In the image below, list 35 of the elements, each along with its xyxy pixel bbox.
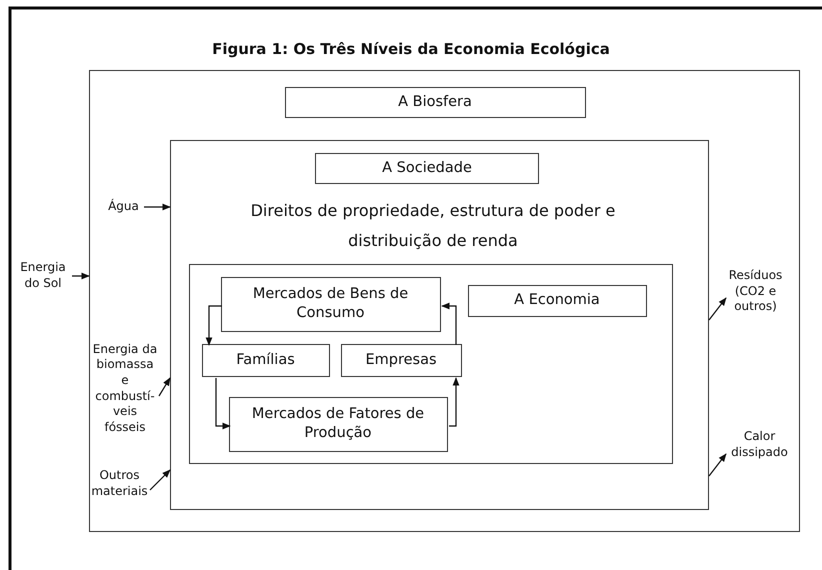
- box-label: A Sociedade: [382, 159, 472, 178]
- flow-label: Resíduos (CO2 e outros): [728, 268, 784, 315]
- heading-box: [468, 284, 646, 316]
- arrow: [708, 453, 727, 476]
- process-box: [340, 344, 462, 376]
- box-label: A Economia: [514, 291, 600, 310]
- box-label: Empresas: [365, 350, 437, 370]
- flow-label: Energia da biomassa e combustí-veis fósseis: [92, 342, 158, 436]
- box-label: Mercados de Bens de Consumo: [252, 285, 410, 323]
- arrow: [72, 272, 90, 280]
- heading-box: [315, 153, 539, 184]
- arrow: [144, 204, 171, 210]
- arrow: [708, 297, 727, 320]
- heading-box: [284, 86, 586, 118]
- society-description: Direitos de propriedade, estrutura de poder e distribuição de renda: [250, 200, 616, 252]
- flow-label: Energia do Sol: [19, 260, 67, 292]
- arrow: [441, 302, 457, 345]
- arrow: [158, 377, 171, 396]
- arrow: [215, 378, 231, 430]
- arrow: [150, 469, 171, 490]
- process-box: [220, 276, 440, 332]
- biosphere-frame: [89, 70, 800, 532]
- economy-frame: [189, 264, 673, 464]
- box-label: Famílias: [236, 350, 295, 370]
- box-label: A Biosfera: [398, 92, 472, 112]
- arrow: [206, 305, 222, 346]
- box-label: Mercados de Fatores de Produção: [250, 405, 426, 443]
- figure-title: Figura 1: Os Três Níveis da Economia Ecológica: [211, 40, 611, 58]
- process-box: [228, 396, 448, 452]
- flow-label: Calor dissipado: [730, 428, 789, 460]
- arrow: [449, 377, 460, 427]
- process-box: [202, 344, 330, 376]
- flow-label: Outros materiais: [90, 468, 149, 500]
- flow-label: Água: [108, 198, 139, 214]
- society-frame: [170, 140, 708, 510]
